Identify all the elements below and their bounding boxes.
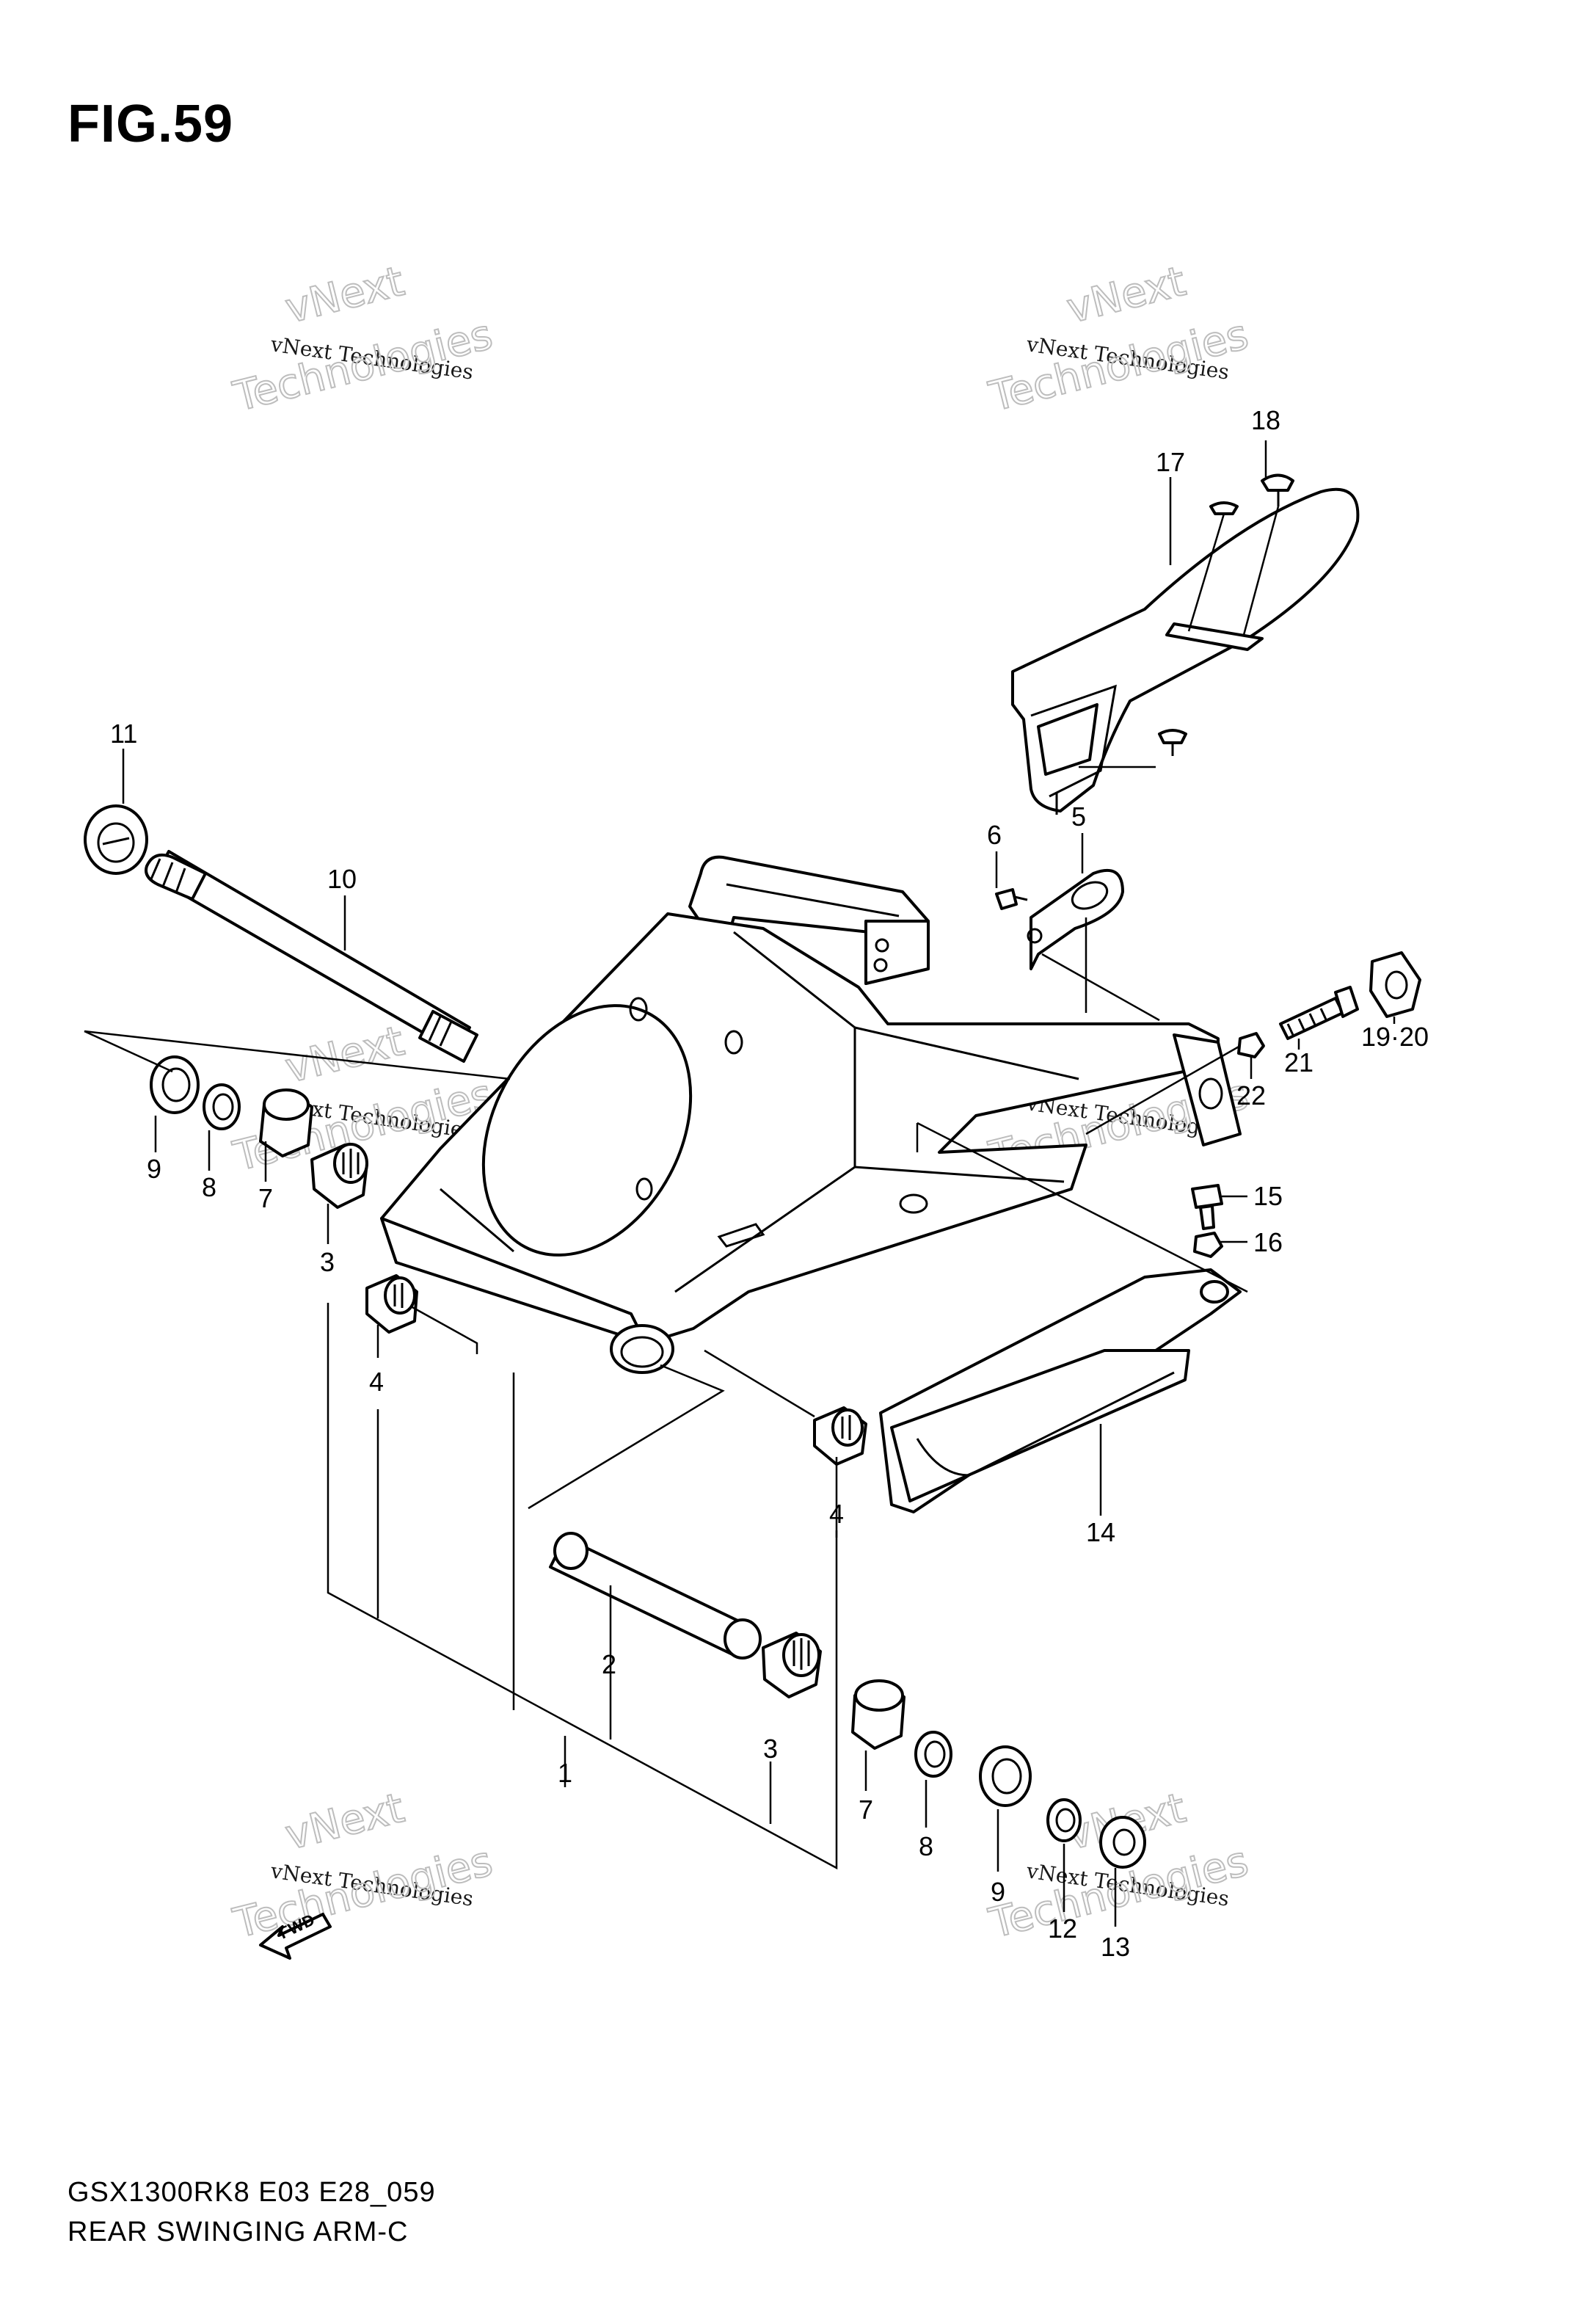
callout-4-right: 4: [829, 1499, 844, 1529]
callout-12: 12: [1048, 1913, 1077, 1944]
callout-16: 16: [1253, 1227, 1283, 1257]
part-7-spacer-left: [259, 1088, 313, 1157]
callout-9-left: 9: [147, 1154, 161, 1184]
callout-1: 1: [558, 1758, 572, 1788]
callout-7-left: 7: [258, 1183, 273, 1213]
svg-text:Technologies: Technologies: [985, 310, 1253, 421]
model-code: GSX1300RK8 E03 E28_059: [68, 2177, 436, 2208]
part-19-20-adjuster-plate: [1369, 951, 1421, 1018]
part-16-nut: [1193, 1232, 1223, 1258]
callout-19-20: 19·20: [1361, 1022, 1429, 1052]
part-9-seal-left: [150, 1055, 200, 1114]
part-8-washer-right: [914, 1731, 952, 1778]
watermark-top-right: vNext vNext Technologies Technologies: [984, 257, 1254, 422]
callout-3-left: 3: [320, 1247, 335, 1277]
callout-11: 11: [110, 719, 137, 749]
callout-10: 10: [327, 864, 357, 894]
svg-text:vNext: vNext: [281, 258, 409, 333]
callout-labels: 11 10 9 8 7 3 4 4 2 3 1 7 8 9 12 13 14 1…: [110, 405, 1429, 1962]
part-15-bolt: [1191, 1184, 1223, 1230]
callout-8-left: 8: [202, 1172, 216, 1202]
part-17-chain-guard: [1011, 487, 1360, 815]
callout-4-left: 4: [369, 1367, 384, 1397]
part-12-washer: [1046, 1798, 1082, 1842]
callout-14: 14: [1086, 1517, 1115, 1547]
callout-2: 2: [602, 1649, 616, 1679]
part-18-screw: [1261, 473, 1294, 506]
part-9-seal-right: [979, 1745, 1032, 1807]
assembly-name: REAR SWINGING ARM-C: [68, 2217, 409, 2247]
callout-17: 17: [1156, 447, 1185, 477]
callout-3-right: 3: [763, 1734, 778, 1764]
swingarm-body: [380, 855, 1242, 1374]
callout-7-right: 7: [859, 1795, 873, 1825]
part-2-collar: [549, 1532, 762, 1660]
leader-lines: [84, 440, 1396, 1927]
part-10-pivot-shaft: [145, 850, 478, 1063]
svg-text:Technologies: Technologies: [229, 1837, 498, 1947]
watermark-bottom-left: vNext vNext Technologies Technologies: [228, 1784, 498, 1949]
part-6-bolt: [995, 888, 1028, 910]
callout-9-right: 9: [991, 1877, 1005, 1907]
callout-5: 5: [1071, 801, 1086, 832]
figure-caption: GSX1300RK8 E03 E28_059 REAR SWINGING ARM…: [68, 2173, 436, 2252]
part-7-spacer-right: [851, 1679, 906, 1750]
part-13-nut: [1099, 1816, 1146, 1869]
callout-8-right: 8: [919, 1831, 933, 1861]
callout-22: 22: [1236, 1080, 1266, 1110]
callout-18: 18: [1251, 405, 1280, 435]
guard-clip-lower: [1158, 729, 1187, 756]
svg-text:Technologies: Technologies: [229, 310, 498, 421]
part-4-bearing-left: [365, 1274, 418, 1334]
part-4-bearing-right: [813, 1406, 867, 1466]
callout-6: 6: [987, 820, 1002, 850]
part-14-chain-buffer: [879, 1268, 1242, 1513]
callout-13: 13: [1101, 1932, 1130, 1962]
part-3-bearing-right: [762, 1632, 822, 1698]
figure-title: FIG.59: [68, 95, 234, 153]
callout-15: 15: [1253, 1181, 1283, 1211]
svg-text:vNext: vNext: [1063, 258, 1190, 333]
watermark-top-left: vNext vNext Technologies Technologies: [228, 257, 498, 422]
svg-text:vNext: vNext: [281, 1784, 409, 1860]
part-22-nut: [1237, 1032, 1265, 1058]
part-11-cap: [84, 804, 148, 875]
part-21-adjuster-bolt: [1279, 986, 1359, 1040]
part-5-bracket: [1027, 869, 1124, 970]
callout-21: 21: [1284, 1047, 1313, 1077]
part-8-washer-left: [203, 1083, 241, 1130]
part-3-bearing-left: [310, 1143, 368, 1209]
guard-clip-upper: [1209, 501, 1239, 515]
